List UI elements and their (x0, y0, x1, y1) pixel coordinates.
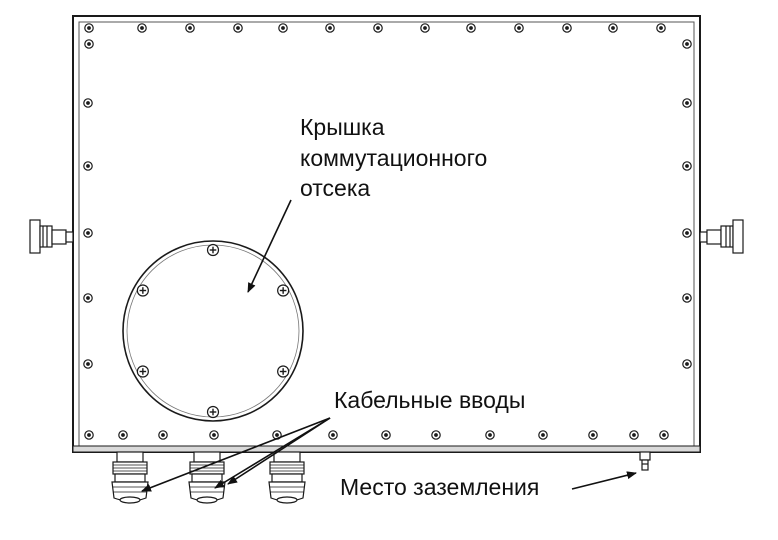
cable-gland-icon (111, 451, 149, 504)
bolt-head-icon (233, 23, 243, 33)
cable-gland-icon (268, 451, 306, 504)
bolt-head-icon (84, 430, 94, 440)
compartment-cover (122, 240, 304, 422)
bolt-head-icon (325, 23, 335, 33)
bolt-head-icon (373, 23, 383, 33)
bolt-head-icon (137, 23, 147, 33)
cover-label-line-2: коммутационного (300, 145, 487, 171)
bolt-head-icon (83, 98, 93, 108)
cable-gland-icon (188, 451, 226, 504)
cover-label-line-1: Крышка (300, 114, 385, 140)
bolt-head-icon (659, 430, 669, 440)
cover-bolt-icon (136, 365, 149, 378)
bolt-head-icon (656, 23, 666, 33)
bolt-head-icon (209, 430, 219, 440)
ground-stud-icon (639, 451, 651, 471)
bolt-head-icon (83, 359, 93, 369)
cover-label-line-3: отсека (300, 175, 370, 201)
bolt-head-icon (83, 293, 93, 303)
cover-bolt-icon (277, 284, 290, 297)
bolt-head-icon (682, 293, 692, 303)
cable-entry-arrow-1 (141, 417, 331, 492)
cover-bolt-icon (206, 405, 220, 419)
bolt-head-icon (431, 430, 441, 440)
cable-entries-label: Кабельные вводы (334, 387, 525, 413)
bolt-head-icon (682, 228, 692, 238)
bolt-head-icon (278, 23, 288, 33)
bolt-head-icon (538, 430, 548, 440)
left-connector-icon (29, 219, 74, 254)
bolt-head-icon (83, 228, 93, 238)
bolt-head-icon (608, 23, 618, 33)
right-connector-icon (699, 219, 744, 254)
grounding-arrow (571, 471, 637, 490)
bolt-head-icon (118, 430, 128, 440)
bolt-head-icon (83, 161, 93, 171)
bolt-head-icon (682, 161, 692, 171)
cable-glands (111, 451, 306, 504)
cable-entry-arrow-3 (227, 417, 331, 485)
cover-bolt-icon (136, 284, 149, 297)
bolt-head-icon (485, 430, 495, 440)
bolt-head-icon (84, 23, 94, 33)
grounding-label: Место заземления (340, 474, 539, 500)
bolt-head-icon (328, 430, 338, 440)
bolt-head-icon (562, 23, 572, 33)
bolt-head-icon (158, 430, 168, 440)
cover-bolt-icon (206, 243, 220, 257)
cover-arrow (247, 199, 292, 293)
bolt-head-icon (588, 430, 598, 440)
bolt-head-icon (466, 23, 476, 33)
bolt-head-icon (420, 23, 430, 33)
bolt-head-icon (682, 359, 692, 369)
bolt-head-icon (381, 430, 391, 440)
bolt-head-icon (682, 39, 692, 49)
bolt-head-icon (84, 39, 94, 49)
bolt-head-icon (514, 23, 524, 33)
cover-bolt-icon (277, 365, 290, 378)
bolt-head-icon (629, 430, 639, 440)
bolt-head-icon (185, 23, 195, 33)
bolt-head-icon (682, 98, 692, 108)
